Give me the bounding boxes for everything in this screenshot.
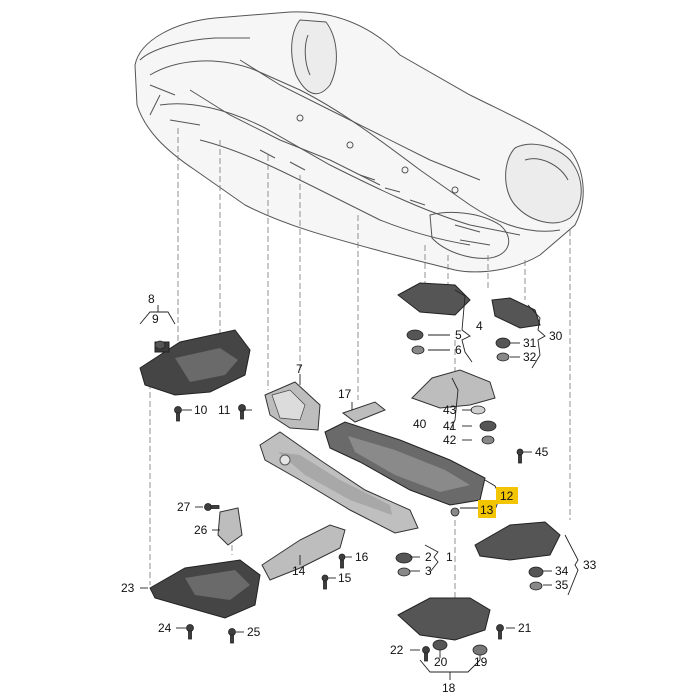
vehicle-underbody — [134, 11, 584, 273]
callout-26: 26 — [194, 523, 208, 537]
callout-11: 11 — [218, 403, 231, 417]
part-heat-shield-30 — [491, 297, 541, 329]
part-heat-shield-4 — [397, 282, 471, 316]
callout-15: 15 — [338, 571, 352, 585]
part-side-shield-7 — [264, 381, 321, 431]
callout-24: 24 — [158, 621, 172, 635]
fasteners — [154, 329, 544, 662]
callout-5: 5 — [455, 328, 462, 342]
callout-32: 32 — [523, 350, 537, 364]
part-shield-14-lower — [261, 524, 346, 581]
callout-25: 25 — [247, 625, 261, 639]
callout-7: 7 — [296, 362, 303, 376]
callout-19: 19 — [474, 655, 488, 669]
callout-30: 30 — [549, 329, 563, 343]
callout-16: 16 — [355, 550, 369, 564]
callout-35: 35 — [555, 578, 569, 592]
callout-9: 9 — [152, 312, 159, 326]
callout-17: 17 — [338, 387, 352, 401]
callout-12: 12 — [500, 489, 514, 503]
callout-18: 18 — [442, 681, 456, 695]
part-rear-shield-33 — [474, 521, 561, 561]
callout-leader-lines — [139, 289, 579, 680]
callout-43: 43 — [443, 403, 457, 417]
callout-2: 2 — [425, 550, 432, 564]
callout-31: 31 — [523, 336, 537, 350]
part-shield-23 — [149, 559, 261, 619]
callout-6: 6 — [455, 343, 462, 357]
part-bracket-26 — [217, 507, 243, 546]
callout-45: 45 — [535, 445, 549, 459]
part-front-shield-8 — [139, 329, 251, 396]
callout-12-highlight — [496, 487, 518, 504]
callout-41: 41 — [443, 419, 457, 433]
callout-8: 8 — [148, 292, 155, 306]
part-heat-shield-40 — [411, 369, 496, 409]
part-long-shield-left-14 — [259, 431, 419, 534]
callout-14: 14 — [292, 564, 306, 578]
callout-labels: 1 2 3 4 5 6 7 8 9 10 11 12 13 14 15 16 1… — [121, 292, 597, 695]
callout-40: 40 — [413, 417, 427, 431]
callout-33: 33 — [583, 558, 597, 572]
part-shield-18 — [397, 597, 491, 641]
callout-3: 3 — [425, 564, 432, 578]
part-bracket-17 — [341, 401, 386, 423]
callout-34: 34 — [555, 564, 569, 578]
callout-27: 27 — [177, 500, 191, 514]
callout-23: 23 — [121, 581, 135, 595]
callout-20: 20 — [434, 655, 448, 669]
callout-1: 1 — [446, 550, 453, 564]
callout-13-highlight — [478, 500, 496, 518]
callout-13: 13 — [480, 503, 494, 517]
callout-21: 21 — [518, 621, 532, 635]
callout-highlights — [478, 487, 518, 518]
callout-42: 42 — [443, 433, 457, 447]
callout-22: 22 — [390, 643, 404, 657]
callout-10: 10 — [194, 403, 208, 417]
dashed-leader-lines — [149, 128, 571, 600]
callout-4: 4 — [476, 319, 483, 333]
